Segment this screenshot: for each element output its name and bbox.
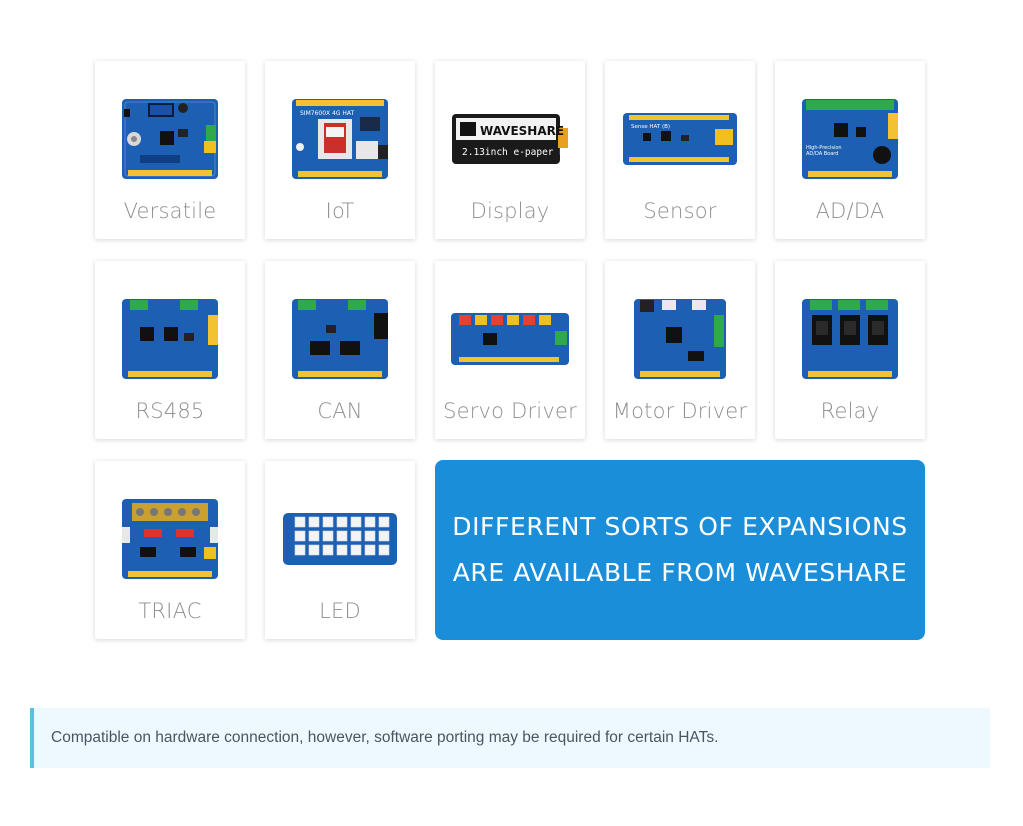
card-label: RS485 <box>135 399 205 423</box>
rs485-board-icon <box>95 271 245 406</box>
card-iot[interactable]: SIM7600X 4G HAT IoT <box>265 61 415 239</box>
svg-text:SIM7600X 4G HAT: SIM7600X 4G HAT <box>300 110 355 117</box>
card-label: Versatile <box>123 199 217 223</box>
relay-board-icon <box>775 271 925 406</box>
iot-board-icon: SIM7600X 4G HAT <box>265 71 415 206</box>
compatibility-note: Compatible on hardware connection, howev… <box>30 708 990 768</box>
card-rs485[interactable]: RS485 <box>95 261 245 439</box>
card-label: IoT <box>325 199 355 223</box>
card-triac[interactable]: TRIAC <box>95 461 245 639</box>
display-subtitle-text: 2.13inch e-paper HAT <box>462 147 570 158</box>
svg-text:AD/DA Board: AD/DA Board <box>806 151 838 157</box>
banner-line-2: ARE AVAILABLE FROM WAVESHARE <box>452 558 908 587</box>
card-display[interactable]: WAVESHARE 2.13inch e-paper HAT Display <box>435 61 585 239</box>
svg-text:Sense HAT (B): Sense HAT (B) <box>631 124 670 130</box>
motor-driver-board-icon <box>605 271 755 406</box>
card-label: Servo Driver <box>443 399 577 423</box>
display-board-icon: WAVESHARE 2.13inch e-paper HAT <box>435 71 585 206</box>
triac-board-icon <box>95 471 245 606</box>
card-can[interactable]: CAN <box>265 261 415 439</box>
led-matrix-board-icon <box>265 471 415 606</box>
sensor-board-icon: Sense HAT (B) <box>605 71 755 206</box>
card-led[interactable]: LED <box>265 461 415 639</box>
card-motor-driver[interactable]: Motor Driver <box>605 261 755 439</box>
card-label: Relay <box>820 399 880 423</box>
servo-driver-board-icon <box>435 271 585 406</box>
adda-board-icon: High-Precision AD/DA Board <box>775 71 925 206</box>
card-label: Sensor <box>643 199 717 223</box>
can-board-icon <box>265 271 415 406</box>
banner-line-1: DIFFERENT SORTS OF EXPANSIONS <box>452 512 908 541</box>
card-versatile[interactable]: Versatile <box>95 61 245 239</box>
card-relay[interactable]: Relay <box>775 261 925 439</box>
card-label: AD/DA <box>815 199 885 223</box>
svg-text:High-Precision: High-Precision <box>806 145 842 151</box>
card-sensor[interactable]: Sense HAT (B) Sensor <box>605 61 755 239</box>
note-text: Compatible on hardware connection, howev… <box>51 729 719 746</box>
card-label: Motor Driver <box>612 399 748 423</box>
card-label: Display <box>470 199 550 223</box>
display-brand-text: WAVESHARE <box>480 124 564 138</box>
card-label: CAN <box>317 399 363 423</box>
versatile-board-icon <box>95 71 245 206</box>
card-servo-driver[interactable]: Servo Driver <box>435 261 585 439</box>
card-label: LED <box>319 599 361 623</box>
card-adda[interactable]: High-Precision AD/DA Board AD/DA <box>775 61 925 239</box>
expansions-banner: DIFFERENT SORTS OF EXPANSIONS ARE AVAILA… <box>435 460 925 640</box>
card-label: TRIAC <box>138 599 202 623</box>
